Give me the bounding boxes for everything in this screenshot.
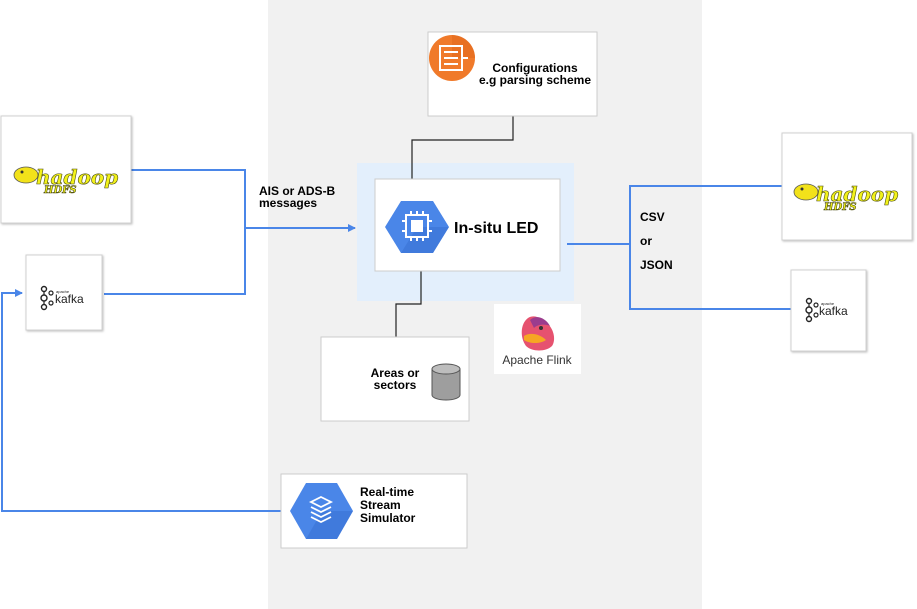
kafka-sink-card[interactable] [790, 269, 867, 352]
output-edge-label-line2: or [640, 234, 652, 248]
hadoop-logo-text: hadoop [36, 165, 118, 189]
flink-label: Apache Flink [502, 353, 572, 367]
kafka-in-flow [104, 228, 246, 295]
stacked-layers-icon [290, 483, 353, 539]
config-label-line2: e.g parsing scheme [478, 73, 592, 87]
input-edge-label-line1: AIS or ADS-B [259, 184, 336, 198]
kafka-logo-text: kafka [819, 304, 848, 318]
simulator-label-line2: Stream [360, 498, 401, 512]
output-flow [567, 185, 791, 310]
hadoop-logo: hadoop HDFS [793, 182, 898, 213]
kafka-logo: apache kafka [40, 285, 84, 311]
kafka-logo-sub: apache [821, 301, 835, 306]
areas-label-line1: Areas or [370, 366, 420, 380]
output-edge-label-line3: JSON [640, 258, 673, 272]
hadoop-logo: hadoop HDFS [13, 165, 118, 196]
kafka-logo-sub: apache [56, 289, 70, 294]
output-edge-label-line1: CSV [640, 210, 665, 224]
hadoop-logo-sub: HDFS [823, 202, 856, 213]
hadoop-in-flow [131, 169, 246, 228]
hadoop-logo-sub: HDFS [43, 185, 76, 196]
apache-flink-logo [521, 316, 555, 351]
kafka-logo: apache kafka [805, 297, 848, 323]
areas-connector [395, 271, 422, 337]
input-edge-label-line2: messages [259, 196, 318, 210]
areas-label-line2: sectors [373, 378, 417, 392]
hadoop-logo-text: hadoop [816, 182, 898, 206]
simulator-label-line3: Simulator [360, 511, 416, 525]
main-label: In-situ LED [454, 220, 539, 237]
simulator-loop-flow [1, 289, 281, 512]
kafka-logo-text: kafka [55, 292, 84, 306]
kafka-source-card[interactable] [25, 254, 103, 331]
pipeline-config-icon [429, 35, 475, 81]
config-connector [411, 116, 514, 179]
compute-chip-icon [385, 201, 449, 253]
config-label-line1: Configurations [492, 61, 578, 75]
database-cylinder-icon [431, 363, 461, 401]
simulator-label-line1: Real-time [360, 485, 415, 499]
